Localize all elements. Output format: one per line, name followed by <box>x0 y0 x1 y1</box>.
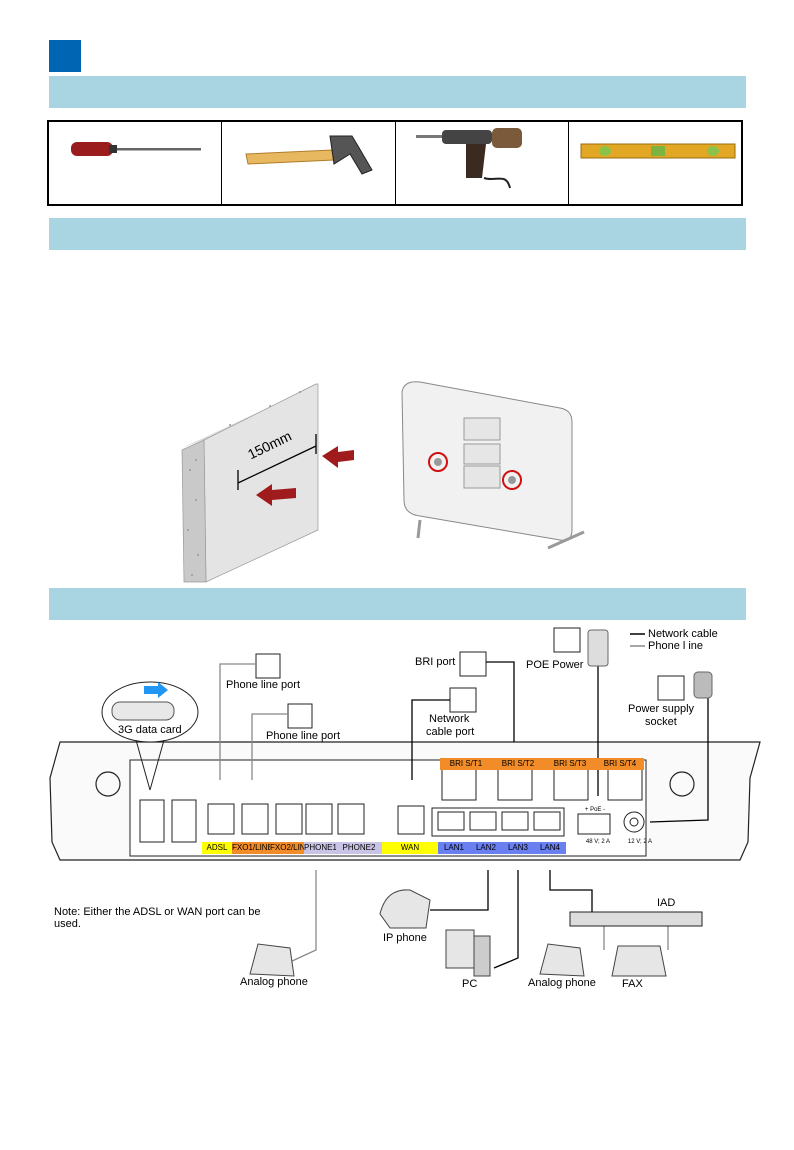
connection-section-bar <box>49 588 746 620</box>
spirit-level-icon <box>580 143 736 159</box>
bri-port-label: BRI port <box>415 656 456 668</box>
phone-line-port-label-1: Phone line port <box>226 679 300 691</box>
tool-cell-hammer <box>222 122 396 204</box>
fxo1-port-label: FXO1/LINE <box>232 842 273 854</box>
network-cable-port-label-2: cable port <box>426 726 475 738</box>
screwdriver-icon <box>71 142 201 156</box>
ip-phone-label: IP phone <box>383 932 427 944</box>
section-number-block <box>49 40 81 72</box>
tools-table <box>47 120 743 206</box>
fxo2-port-label: FXO2/LINE <box>270 842 311 854</box>
legend-network-cable: Network cable <box>648 628 718 640</box>
analog-phone-label-1: Analog phone <box>240 976 308 988</box>
mounting-section-bar <box>49 218 746 250</box>
tools-section-bar <box>49 76 746 108</box>
lan4-port-label: LAN4 <box>534 842 566 854</box>
wan-port-label: WAN <box>382 842 438 854</box>
bri4-port-label: BRI S/T4 <box>596 758 644 770</box>
analog-phone-label-2: Analog phone <box>528 977 596 989</box>
poe-rating-label: 48 V; 2 A <box>585 839 611 845</box>
data-card-label: 3G data card <box>118 724 182 736</box>
tool-cell-spirit-level <box>569 122 741 204</box>
dc-rating-label: 12 V; 2 A <box>627 839 653 845</box>
tool-cell-screwdriver <box>49 122 223 204</box>
poe-mark-label: + PoE - <box>584 807 606 813</box>
distance-label: 150mm <box>245 427 294 463</box>
bri2-port-label: BRI S/T2 <box>492 758 544 770</box>
drill-icon <box>415 128 522 189</box>
fax-label: FAX <box>622 978 643 990</box>
phone-line-port-label-2: Phone line port <box>266 730 340 742</box>
bri1-port-label: BRI S/T1 <box>440 758 492 770</box>
power-supply-label-2: socket <box>645 716 677 728</box>
note-line-2: used. <box>54 918 81 930</box>
lan3-port-label: LAN3 <box>502 842 534 854</box>
power-supply-label-1: Power supply <box>628 703 695 715</box>
network-cable-port-label-1: Network <box>429 713 470 725</box>
adsl-port-label: ADSL <box>202 842 232 854</box>
iad-label: IAD <box>657 897 676 909</box>
bri3-port-label: BRI S/T3 <box>544 758 596 770</box>
legend-phone-line: Phone l ine <box>648 640 704 652</box>
pc-label: PC <box>462 978 478 990</box>
phone2-port-label: PHONE2 <box>336 842 382 854</box>
hammer-icon <box>245 135 373 175</box>
poe-power-label: POE Power <box>526 659 584 671</box>
phone1-port-label: PHONE1 <box>304 842 337 854</box>
tool-cell-drill <box>396 122 569 204</box>
note-line-1: Note: Either the ADSL or WAN port can be <box>54 906 261 918</box>
lan2-port-label: LAN2 <box>470 842 502 854</box>
lan1-port-label: LAN1 <box>438 842 470 854</box>
